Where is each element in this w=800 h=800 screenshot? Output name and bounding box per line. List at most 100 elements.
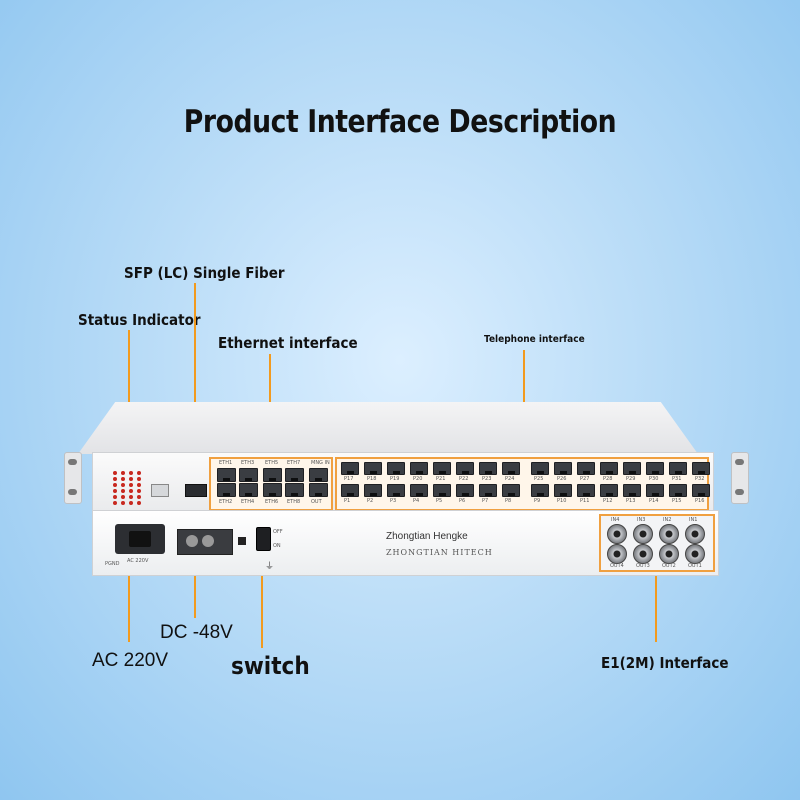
telephone-port-label: P6 [459,498,466,504]
telephone-port-label: P8 [505,498,512,504]
ground-label: PGND [105,561,120,567]
telephone-port[interactable] [387,462,405,475]
telephone-port[interactable] [433,484,451,497]
e1-bnc-port[interactable] [607,544,627,564]
telephone-port-label: P2 [367,498,374,504]
ethernet-port[interactable] [239,468,258,482]
sfp-port[interactable] [185,484,207,497]
telephone-port[interactable] [623,462,641,475]
telephone-port[interactable] [531,462,549,475]
telephone-port[interactable] [692,484,710,497]
e1-bnc-port[interactable] [607,524,627,544]
telephone-port[interactable] [479,484,497,497]
e1-bnc-port[interactable] [685,524,705,544]
telephone-port[interactable] [646,462,664,475]
sfp-cage-1[interactable] [151,484,169,497]
telephone-port-label: P24 [505,476,515,482]
telephone-port-label: P11 [580,498,590,504]
ethernet-port-label: ETH4 [241,499,255,505]
telephone-port[interactable] [364,462,382,475]
status-led [137,471,141,475]
telephone-port-label: P32 [695,476,705,482]
ethernet-port-label: ETH6 [265,499,279,505]
switch-off-label: OFF [273,529,283,535]
telephone-port-label: P15 [672,498,682,504]
telephone-port[interactable] [577,462,595,475]
status-led [121,489,125,493]
telephone-port[interactable] [502,462,520,475]
dc-switch[interactable] [238,537,246,545]
telephone-port[interactable] [410,484,428,497]
ac-socket-label: AC 220V [127,558,149,564]
status-led [129,489,133,493]
telephone-port[interactable] [554,462,572,475]
telephone-port-label: P12 [603,498,613,504]
ethernet-port[interactable] [217,468,236,482]
telephone-port[interactable] [577,484,595,497]
telephone-port[interactable] [456,462,474,475]
telephone-port-label: P29 [626,476,636,482]
ethernet-port[interactable] [263,483,282,497]
telephone-port-label: P4 [413,498,420,504]
ethernet-interface-label: Ethernet interface [218,334,358,352]
status-led [137,501,141,505]
telephone-port-label: P27 [580,476,590,482]
telephone-port[interactable] [623,484,641,497]
telephone-port-label: P7 [482,498,489,504]
telephone-port-label: P3 [390,498,397,504]
ethernet-port[interactable] [285,468,304,482]
e1-bnc-port[interactable] [633,524,653,544]
telephone-port[interactable] [600,462,618,475]
rack-ear-left [64,452,82,504]
ethernet-port[interactable] [217,483,236,497]
telephone-interface-label: Telephone interface [484,334,585,345]
telephone-port[interactable] [433,462,451,475]
ac-power-socket[interactable] [115,524,165,554]
telephone-port[interactable] [502,484,520,497]
ethernet-port[interactable] [263,468,282,482]
ethernet-port[interactable] [309,483,328,497]
e1-port-label: IN3 [637,517,646,523]
telephone-port[interactable] [692,462,710,475]
rear-panel: AC 220V PGND OFF ON ⏚ Zhongtian Hengke Z… [92,510,719,576]
ethernet-port-label: ETH3 [241,460,255,466]
telephone-port[interactable] [531,484,549,497]
telephone-port-label: P18 [367,476,377,482]
e1-port-label: OUT3 [636,563,650,569]
telephone-port-label: P19 [390,476,400,482]
e1-bnc-port[interactable] [659,524,679,544]
telephone-port[interactable] [341,484,359,497]
telephone-port[interactable] [410,462,428,475]
telephone-port[interactable] [600,484,618,497]
status-led [129,477,133,481]
telephone-port[interactable] [456,484,474,497]
ethernet-port[interactable] [285,483,304,497]
status-led [121,495,125,499]
telephone-port[interactable] [387,484,405,497]
status-led [137,483,141,487]
telephone-port[interactable] [669,484,687,497]
telephone-port[interactable] [341,462,359,475]
e1-bnc-port[interactable] [633,544,653,564]
telephone-port-label: P28 [603,476,613,482]
ac-power-label: AC 220V [92,650,169,671]
telephone-port-label: P13 [626,498,636,504]
status-led [113,501,117,505]
power-switch[interactable] [256,527,271,551]
telephone-port[interactable] [669,462,687,475]
telephone-port[interactable] [646,484,664,497]
dc-terminal-block[interactable] [177,529,233,555]
e1-bnc-port[interactable] [685,544,705,564]
ethernet-port[interactable] [309,468,328,482]
telephone-port[interactable] [479,462,497,475]
telephone-port-label: P21 [436,476,446,482]
telephone-port[interactable] [364,484,382,497]
brand-name-english: ZHONGTIAN HITECH [386,548,493,557]
sfp-label: SFP (LC) Single Fiber [124,264,285,282]
ethernet-port-label: OUT [311,499,322,505]
telephone-port-label: P31 [672,476,682,482]
e1-bnc-port[interactable] [659,544,679,564]
telephone-port[interactable] [554,484,572,497]
ethernet-port[interactable] [239,483,258,497]
